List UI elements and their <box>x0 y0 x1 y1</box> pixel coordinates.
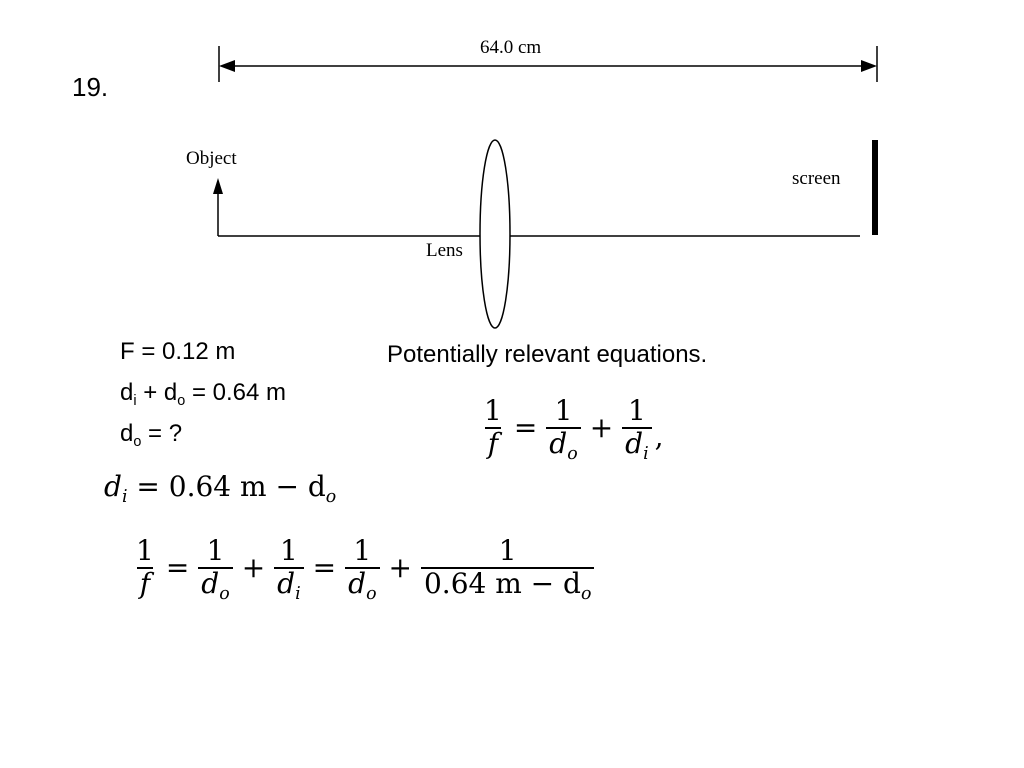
equations-heading: Potentially relevant equations. <box>387 341 708 368</box>
optics-diagram <box>213 46 878 329</box>
given-sum: di + do = 0.64 m <box>120 379 287 410</box>
object-arrow-head <box>213 178 223 194</box>
screen-bar <box>872 140 878 235</box>
combined-frac-f: 1 f <box>136 534 154 600</box>
object-label: Object <box>186 148 237 169</box>
lens-eq-frac-do: 1 do <box>546 395 581 463</box>
problem-number: 19. <box>72 72 109 102</box>
lens-equation: 1 f = 1 do + 1 di , <box>478 394 664 463</box>
given-focal: F = 0.12 m <box>120 338 236 365</box>
screen-label: screen <box>792 168 841 189</box>
lens-label: Lens <box>426 240 463 261</box>
dimension-arrow-left <box>219 60 235 72</box>
combined-frac-do-1: 1 do <box>198 535 233 603</box>
derived-equation: di = 0.64 m − do <box>104 470 337 508</box>
distance-label: 64.0 cm <box>480 37 542 58</box>
given-unknown: do = ? <box>120 420 183 451</box>
dimension-arrow-right <box>861 60 877 72</box>
lens-eq-frac-f: 1 f <box>484 394 502 460</box>
combined-frac-di: 1 di <box>274 535 304 603</box>
combined-frac-do-2: 1 do <box>345 535 380 603</box>
combined-frac-sum: 1 0.64 m − do <box>420 535 595 603</box>
combined-equation: 1 f = 1 do + 1 di = 1 do + 1 0.64 m − do <box>130 534 597 603</box>
lens-shape <box>479 139 511 329</box>
lens-eq-frac-di: 1 di <box>622 395 652 463</box>
